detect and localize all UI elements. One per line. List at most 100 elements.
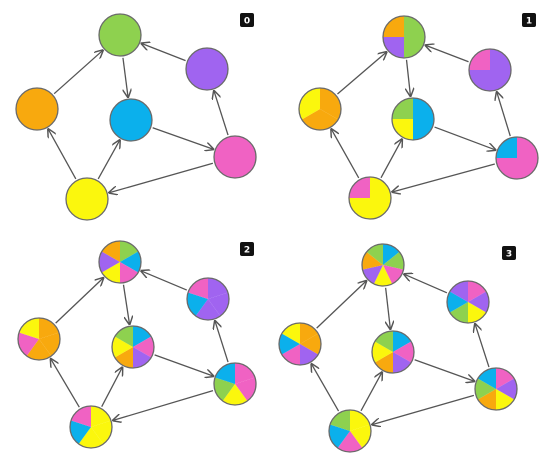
- node-E-slice-pink: [235, 377, 256, 401]
- node-F-slice-yellow: [350, 424, 372, 448]
- edge-F-to-D: [101, 367, 123, 407]
- node-A-slice-blue: [120, 251, 141, 273]
- node-B-slice-purple: [468, 291, 489, 313]
- node-A-slice-purple: [99, 251, 120, 273]
- node-B-slice-blue: [187, 292, 208, 316]
- node-E-slice-blue: [215, 363, 235, 384]
- node-D-slice-yellow: [372, 341, 393, 363]
- edge-C-to-A: [55, 278, 104, 324]
- node-A-outline: [361, 243, 405, 287]
- node-F: [69, 405, 113, 449]
- node-A: [98, 240, 142, 284]
- panel-2: 2: [240, 242, 254, 256]
- node-C-slice-orange: [300, 333, 321, 355]
- node-E-slice-purple: [496, 378, 517, 400]
- node-E: [495, 136, 539, 180]
- node-D: [111, 325, 155, 369]
- panel-0: 0: [240, 13, 254, 27]
- node-D: [391, 97, 435, 141]
- node-E-slice-pink: [517, 158, 538, 179]
- node-F-slice-blue: [70, 420, 91, 444]
- node-E-outline: [213, 362, 257, 406]
- edge-F-to-D: [380, 139, 402, 179]
- node-F-slice-blue: [329, 424, 350, 448]
- edge-F-to-D: [97, 140, 120, 180]
- node-D-slice-yellow: [112, 336, 133, 358]
- node-C-outline: [17, 317, 61, 361]
- node-F-slice-yellow: [91, 406, 111, 427]
- node-E: [213, 362, 257, 406]
- panel-2-graph: [17, 240, 257, 449]
- node-C-outline: [298, 87, 342, 131]
- edge-D-to-E: [414, 359, 475, 381]
- node-B-outline: [468, 48, 512, 92]
- edge-E-to-B: [214, 91, 229, 136]
- edge-E-to-F: [372, 394, 475, 424]
- node-A: [361, 243, 405, 287]
- node-C-outline: [278, 322, 322, 366]
- panel-0-badge: [240, 13, 254, 27]
- edge-E-to-B: [497, 92, 511, 137]
- edge-A-to-D: [122, 284, 129, 325]
- edge-F-to-C: [51, 359, 80, 408]
- node-F-outline: [69, 405, 113, 449]
- node-D-slice-pink: [133, 336, 154, 358]
- panel-0-graph: [15, 13, 257, 221]
- panel-2-badge-label: 2: [244, 246, 250, 256]
- node-D-slice-green: [392, 98, 413, 119]
- panel-0-badge-label: 0: [244, 17, 250, 27]
- node-E-slice-green: [475, 378, 496, 400]
- node-A-outline: [382, 15, 426, 59]
- node-B-slice-purple: [208, 292, 230, 316]
- edge-E-to-F: [113, 389, 214, 421]
- node-D-outline: [111, 325, 155, 369]
- node-B-slice-pink: [188, 278, 208, 299]
- node-A-slice-green: [404, 16, 425, 37]
- node-C-slice-orange: [39, 332, 60, 356]
- edge-E-to-F: [392, 163, 495, 192]
- node-F-outline: [348, 176, 392, 220]
- panel-3-badge-label: 3: [506, 250, 512, 260]
- node-A-outline: [98, 13, 142, 57]
- node-E-slice-pink: [517, 137, 538, 158]
- edge-D-to-E: [154, 354, 214, 376]
- node-E: [213, 135, 257, 179]
- edge-C-to-A: [337, 52, 386, 95]
- edge-B-to-A: [425, 45, 469, 63]
- node-F: [328, 409, 372, 453]
- node-D: [371, 330, 415, 374]
- edge-D-to-E: [152, 127, 214, 150]
- node-A-slice-green: [404, 37, 425, 58]
- node-E-slice-pink: [214, 136, 256, 178]
- edge-F-to-C: [331, 129, 360, 179]
- edge-F-to-C: [311, 364, 340, 412]
- node-D-slice-blue: [413, 98, 434, 119]
- node-C-slice-yellow: [19, 318, 39, 339]
- node-F-slice-green: [330, 410, 350, 431]
- edge-B-to-A: [141, 43, 186, 62]
- node-B-slice-purple: [490, 70, 511, 91]
- node-E-outline: [495, 136, 539, 180]
- node-C: [15, 87, 59, 131]
- node-F-slice-pink: [337, 431, 363, 452]
- node-A-slice-green: [99, 14, 141, 56]
- node-D-outline: [109, 98, 153, 142]
- node-B-slice-purple: [195, 299, 221, 321]
- edge-B-to-A: [141, 271, 188, 291]
- edge-E-to-B: [215, 321, 229, 363]
- node-F-slice-pink: [349, 177, 370, 198]
- node-F: [348, 176, 392, 220]
- node-D-slice-blue: [110, 99, 152, 141]
- node-E-slice-pink: [235, 363, 255, 384]
- node-B-slice-purple: [490, 49, 511, 70]
- node-D-outline: [371, 330, 415, 374]
- node-C: [17, 317, 61, 361]
- node-A-slice-green: [366, 244, 383, 265]
- node-C: [298, 87, 342, 131]
- node-B: [446, 280, 490, 324]
- node-A-slice-orange: [362, 251, 383, 270]
- node-C-outline: [15, 87, 59, 131]
- node-E-outline: [213, 135, 257, 179]
- node-F-slice-yellow: [66, 178, 108, 220]
- node-A: [98, 13, 142, 57]
